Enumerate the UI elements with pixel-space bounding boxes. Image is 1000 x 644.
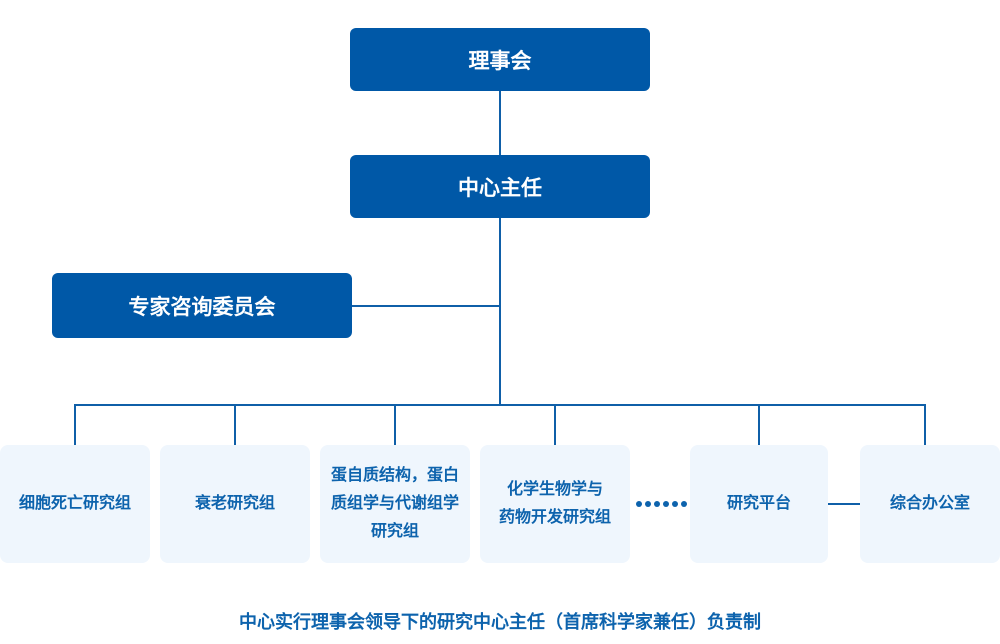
ellipsis-dot: [672, 501, 678, 507]
group-box-chem-bio: 化学生物学与 药物开发研究组: [480, 445, 630, 563]
director-label: 中心主任: [458, 176, 542, 200]
group-label-aging: 衰老研究组: [194, 495, 275, 512]
connector-director-trunk: [499, 218, 501, 406]
group-label-chem-bio: 化学生物学与 药物开发研究组: [498, 481, 611, 526]
board-box: 理事会: [350, 28, 650, 91]
ellipsis-dot: [681, 501, 687, 507]
drop-line-cell-death: [74, 404, 76, 445]
group-label-protein: 蛋自质结构，蛋白 质组学与代谢组学 研究组: [330, 467, 459, 540]
connector-advisory: [352, 305, 499, 307]
office-label: 综合办公室: [889, 495, 970, 512]
distribution-line: [74, 404, 926, 406]
group-box-cell-death: 细胞死亡研究组: [0, 445, 150, 563]
drop-line-office: [924, 404, 926, 445]
board-label: 理事会: [468, 49, 532, 73]
advisory-committee-box: 专家咨询委员会: [52, 273, 352, 338]
platform-label: 研究平台: [726, 495, 791, 512]
drop-line-chem-bio: [554, 404, 556, 445]
ellipsis-dot: [654, 501, 660, 507]
drop-line-protein: [394, 404, 396, 445]
ellipsis-dot: [636, 501, 642, 507]
caption: 中心实行理事会领导下的研究中心主任（首席科学家兼任）负责制: [239, 612, 761, 632]
group-box-aging: 衰老研究组: [160, 445, 310, 563]
connector-platform-office: [828, 503, 860, 505]
group-box-protein: 蛋自质结构，蛋白 质组学与代谢组学 研究组: [320, 445, 470, 563]
connector-board-director: [499, 91, 501, 155]
group-label-cell-death: 细胞死亡研究组: [18, 495, 131, 512]
office-box: 综合办公室: [860, 445, 1000, 563]
director-box: 中心主任: [350, 155, 650, 218]
drop-line-aging: [234, 404, 236, 445]
drop-line-platform: [758, 404, 760, 445]
ellipsis-dot: [663, 501, 669, 507]
platform-box: 研究平台: [690, 445, 828, 563]
advisory-committee-label: 专家咨询委员会: [128, 295, 276, 319]
ellipsis: ……: [636, 501, 687, 507]
ellipsis-dot: [645, 501, 651, 507]
